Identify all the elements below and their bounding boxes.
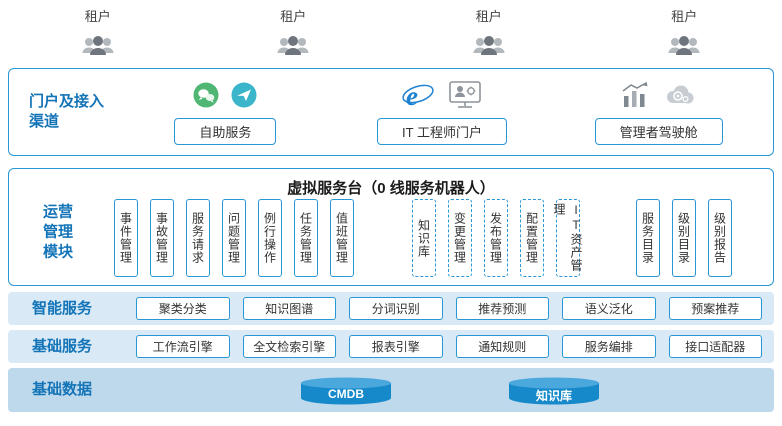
tenant: 租户: [666, 6, 702, 64]
service-box: 知识图谱: [242, 297, 336, 320]
ops-module-box: 事件管理: [114, 199, 138, 277]
service-box: 分词识别: [349, 297, 443, 320]
tenant-label: 租户: [475, 9, 502, 24]
engineer-portal-button: IT 工程师门户: [377, 118, 507, 145]
manager-cockpit-group: 管理者驾驶舱: [550, 69, 767, 155]
tenant-label: 租户: [84, 9, 111, 24]
base-services-items: 工作流引擎 全文检索引擎 报表引擎 通知规则 服务编排 接口适配器: [136, 330, 762, 363]
cylinder-shape: [509, 377, 599, 405]
paper-plane-icon: [231, 82, 257, 108]
base-services-band: 基础服务 工作流引擎 全文检索引擎 报表引擎 通知规则 服务编排 接口适配器: [8, 330, 774, 363]
base-data-band: 基础数据 CMDB 知识库: [8, 368, 774, 412]
service-box: 报表引擎: [349, 335, 443, 358]
ops-module-box: 例行操作: [258, 199, 282, 277]
tenant-label: 租户: [671, 9, 698, 24]
service-box: 语义泛化: [562, 297, 656, 320]
knowledge-cylinder: 知识库: [508, 377, 600, 405]
cylinder-shape: [301, 377, 391, 405]
self-service-button: 自助服务: [174, 118, 277, 145]
service-box: 通知规则: [455, 335, 549, 358]
tenant-group-icon: [473, 36, 505, 55]
bar-chart-icon: [622, 81, 648, 107]
base-services-label: 基础服务: [32, 337, 93, 355]
portal-section-label: 门户及接入渠道: [29, 92, 105, 130]
service-box: 工作流引擎: [136, 335, 230, 358]
ops-section-label: 运营管理模块: [43, 203, 74, 261]
tenant-group-icon: [668, 36, 700, 55]
knowledge-base-label: 知识库: [535, 389, 572, 403]
service-box: 聚类分类: [136, 297, 230, 320]
self-service-group: 自助服务: [117, 69, 334, 155]
portal-groups: 自助服务 e: [117, 69, 767, 155]
service-box: 服务编排: [562, 335, 656, 358]
self-service-icons: [193, 79, 257, 111]
cloud-gear-icon: [666, 85, 694, 104]
service-box: 推荐预测: [455, 297, 549, 320]
ops-modules: 事件管理 事故管理 服务请求 问题管理 例行操作 任务管理 值班管理 知识库 变…: [114, 199, 732, 277]
tenant-label: 租户: [280, 9, 307, 24]
virtual-service-desk-title: 虚拟服务台（0 线服务机器人）: [287, 180, 495, 197]
smart-services-band: 智能服务 聚类分类 知识图谱 分词识别 推荐预测 语义泛化 预案推荐: [8, 292, 774, 325]
tenant-row: 租户 租户 租户 租户: [0, 6, 782, 64]
tenant: 租户: [471, 6, 507, 64]
ops-module-box: 级别目录: [672, 199, 696, 277]
base-data-label: 基础数据: [32, 380, 93, 398]
tenant: 租户: [275, 6, 311, 64]
ops-module-box: 值班管理: [330, 199, 354, 277]
smart-services-items: 聚类分类 知识图谱 分词识别 推荐预测 语义泛化 预案推荐: [136, 292, 762, 325]
ops-module-box-dashed: 配置管理: [520, 199, 544, 277]
ops-module-box: 服务请求: [186, 199, 210, 277]
virtual-service-desk-section: 虚拟服务台（0 线服务机器人） 运营管理模块 事件管理 事故管理 服务请求 问题…: [8, 168, 774, 286]
wechat-icon: [193, 82, 219, 108]
svg-text:e: e: [406, 81, 418, 110]
ie-browser-icon: e: [402, 81, 434, 110]
tenant: 租户: [80, 6, 116, 64]
service-box: 预案推荐: [668, 297, 762, 320]
ops-module-box: 问题管理: [222, 199, 246, 277]
ops-module-box: 事故管理: [150, 199, 174, 277]
ops-module-box: 服务目录: [636, 199, 660, 277]
ops-module-box-dashed: 知识库: [412, 199, 436, 277]
engineer-portal-group: e I: [334, 69, 551, 155]
manager-cockpit-button: 管理者驾驶舱: [594, 118, 723, 145]
service-box: 全文检索引擎: [242, 335, 336, 358]
cmdb-label: CMDB: [328, 387, 364, 401]
ops-module-box-dashed: IT资产管理: [552, 199, 583, 277]
tenant-group-icon: [277, 36, 309, 55]
engineer-monitor-icon: [449, 81, 481, 108]
portal-section: 门户及接入渠道 自助服务: [8, 68, 774, 156]
manager-cockpit-icons: [620, 79, 698, 111]
ops-module-box-dashed: 发布管理: [484, 199, 508, 277]
cmdb-cylinder: CMDB: [300, 377, 392, 405]
engineer-portal-icons: e: [401, 79, 483, 111]
tenant-group-icon: [82, 36, 114, 55]
smart-services-label: 智能服务: [32, 299, 93, 317]
ops-module-box: 级别报告: [708, 199, 732, 277]
ops-module-box: 任务管理: [294, 199, 318, 277]
ops-module-box-dashed: 变更管理: [448, 199, 472, 277]
service-box: 接口适配器: [668, 335, 762, 358]
